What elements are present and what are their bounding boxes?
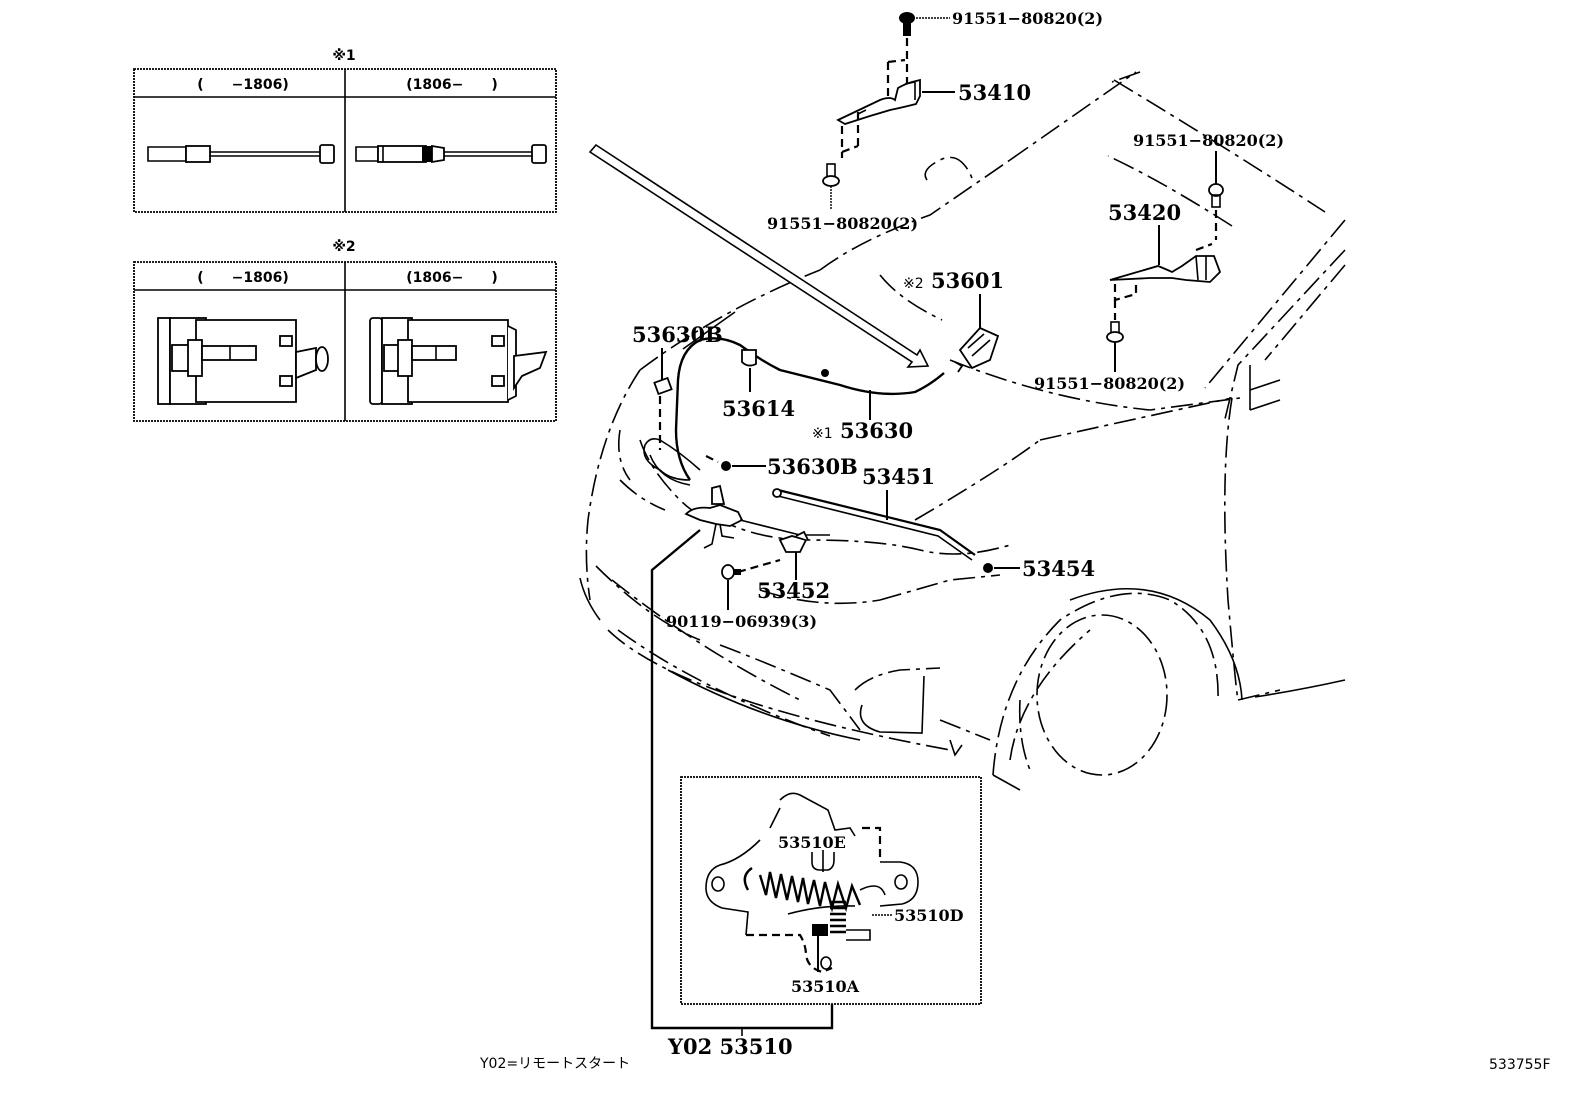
hood-hinge-lh: 91551−80820(2) 53410 91551−80820(2) — [767, 9, 1103, 233]
callout-cable-marker: ※1 — [812, 426, 833, 442]
callout-release-lever-marker: ※2 — [903, 276, 924, 292]
callout-release-lever: 53601 — [931, 268, 1004, 293]
vehicle-outline — [579, 71, 1346, 791]
grommet: 53454 — [983, 556, 1095, 581]
release-lever-old-illustration — [157, 317, 329, 405]
callout-cable: 53630 — [840, 418, 913, 443]
callout-lock-sub-e: 53510E — [778, 833, 846, 852]
callout-bolt-top: 91551−80820(2) — [952, 9, 1103, 28]
hood-lock-bolt: 90119−06939(3) — [666, 558, 817, 631]
cable-clip: 53614 — [722, 349, 795, 421]
direction-arrow — [588, 143, 930, 368]
inset-table-2: ※2 ( −1806) (1806− ) — [133, 239, 557, 422]
callout-clamp-upper: 53630B — [632, 322, 723, 347]
figure-code: 533755F — [1489, 1057, 1551, 1073]
callout-clamp-lower: 53630B — [767, 454, 858, 479]
bolt-icon — [1106, 321, 1124, 343]
cable-clamp-upper: 53630B — [632, 322, 723, 450]
callout-lock-assy: Y02 53510 — [667, 1034, 793, 1059]
hood-support-rod: 53451 — [772, 464, 976, 561]
inset-table-2-marker: ※2 — [332, 239, 355, 255]
callout-lock-sub-d: 53510D — [894, 906, 964, 925]
hood-lock-control-cable: ※1 53630 — [643, 337, 945, 486]
callout-bolt-lh-lower: 91551−80820(2) — [767, 214, 918, 233]
release-lever-new-illustration — [369, 317, 548, 405]
hood-hinge-rh: 91551−80820(2) 53420 91551−80820(2) — [1034, 131, 1284, 393]
hood-lock-detail: 53510E 53510D 53510A Y02 53510 — [650, 529, 982, 1059]
callout-support-rod: 53451 — [862, 464, 935, 489]
cable-end-new-illustration — [355, 144, 547, 164]
footnote: Y02=リモートスタート — [479, 1056, 630, 1072]
inset-table-1-col-1: ( −1806) — [197, 77, 289, 93]
hood-release-lever: ※2 53601 — [903, 268, 1004, 373]
callout-hinge-rh: 53420 — [1108, 200, 1181, 225]
detail-frame — [680, 776, 982, 1005]
inset-table-1: ※1 ( −1806) (1806− ) — [133, 48, 557, 213]
detail-bracket-line — [650, 529, 834, 1030]
callout-rod-holder: 53452 — [757, 578, 830, 603]
inset-table-2-col-2: (1806− ) — [406, 270, 498, 286]
callout-grommet: 53454 — [1022, 556, 1095, 581]
callout-clip: 53614 — [722, 396, 795, 421]
callout-hinge-lh: 53410 — [958, 80, 1031, 105]
callout-bolt-rh-upper: 91551−80820(2) — [1133, 131, 1284, 150]
callout-lock-sub-a: 53510A — [791, 977, 860, 996]
cable-end-old-illustration — [147, 144, 335, 164]
inset-table-1-marker: ※1 — [332, 48, 355, 64]
inset-table-1-col-2: (1806− ) — [406, 77, 498, 93]
bolt-icon — [899, 12, 915, 36]
cable-clamp-lower: 53630B — [705, 454, 858, 479]
support-rod-holder: 53452 — [757, 530, 830, 603]
inset-table-2-col-1: ( −1806) — [197, 270, 289, 286]
hood-lock-installed — [684, 484, 830, 549]
bolt-icon — [822, 163, 840, 187]
callout-bolt-rh-lower: 91551−80820(2) — [1034, 374, 1185, 393]
bolt-icon — [1208, 183, 1224, 208]
callout-bolt-lock: 90119−06939(3) — [666, 612, 817, 631]
